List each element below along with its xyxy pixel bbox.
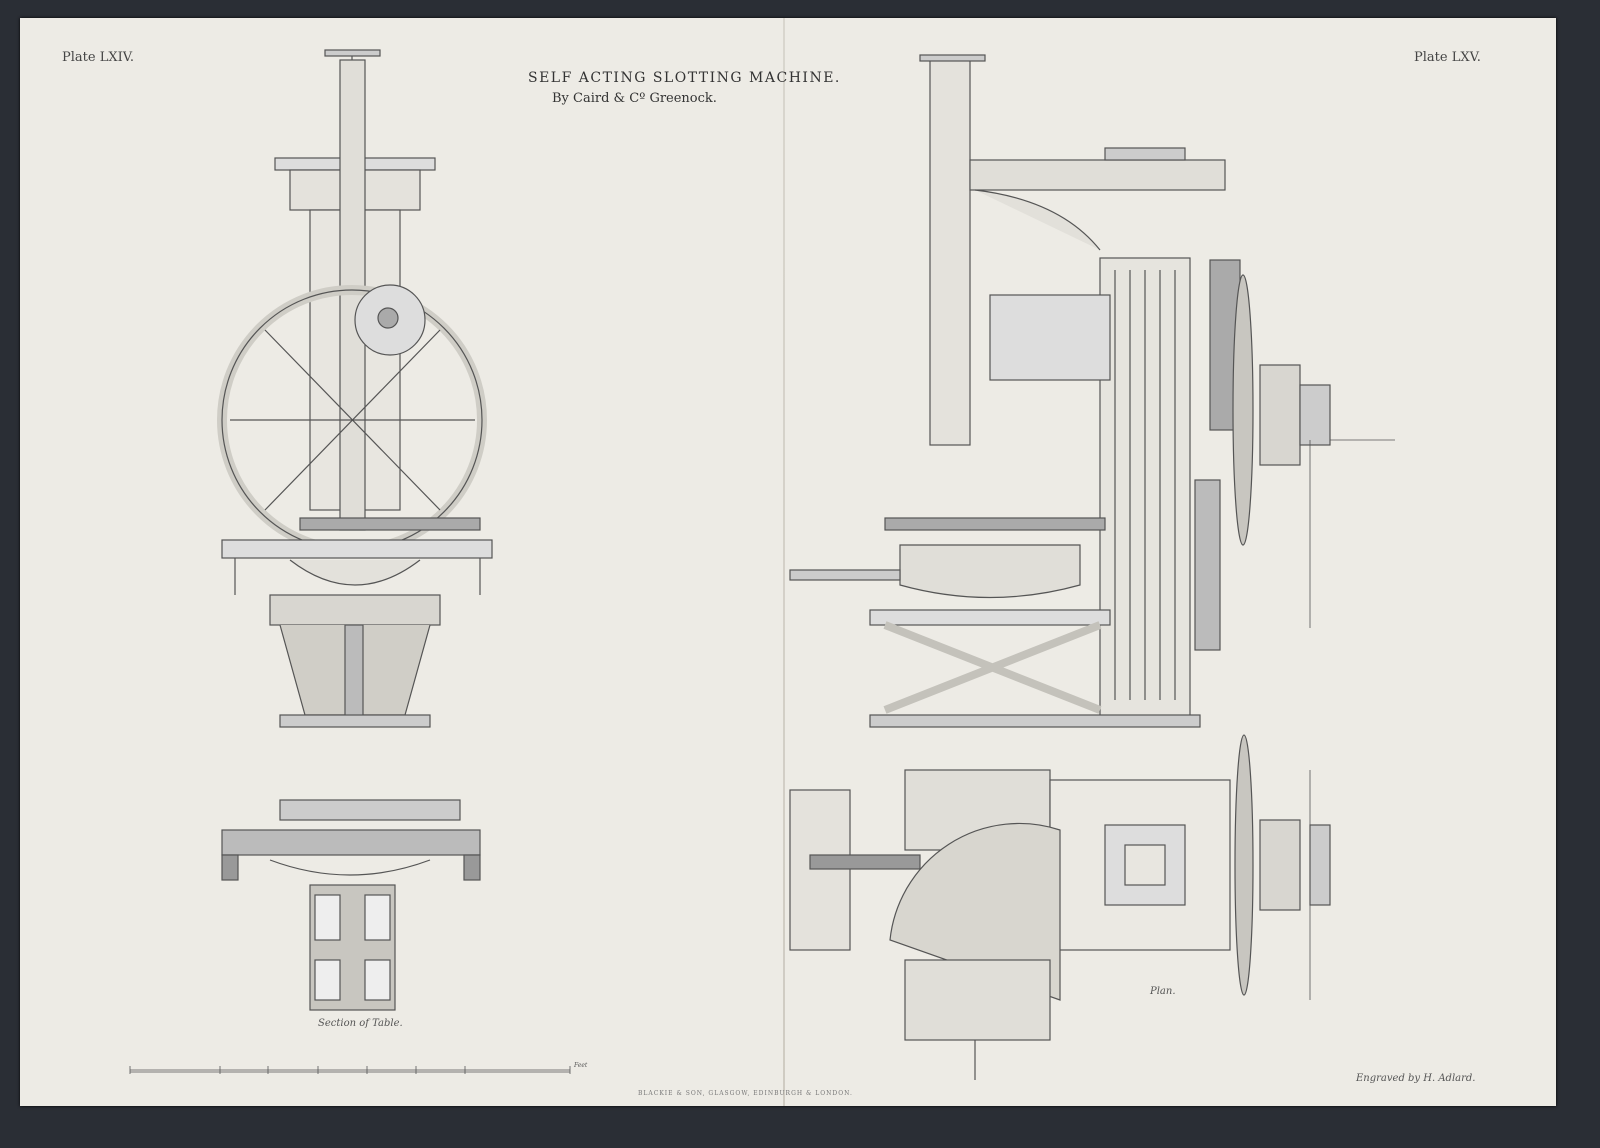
- drawing-subtitle: By Caird & Cº Greenock.: [552, 91, 717, 106]
- plan-view: [789, 734, 1331, 1080]
- plan-caption: Plan.: [1150, 986, 1176, 997]
- scale-unit: Feet: [574, 1062, 588, 1069]
- front-elevation: [217, 49, 493, 728]
- section-of-table: [221, 799, 481, 1011]
- section-caption: Section of Table.: [318, 1018, 403, 1029]
- plate-number-right: Plate LXV.: [1414, 50, 1481, 65]
- engraving-sheet: [20, 18, 1556, 1106]
- center-fold: [783, 18, 785, 1106]
- side-elevation: [789, 54, 1395, 728]
- publisher-imprint: BLACKIE & SON, GLASGOW, EDINBURGH & LOND…: [638, 1090, 853, 1097]
- drawing-title: SELF ACTING SLOTTING MACHINE.: [528, 70, 841, 86]
- scale-bar: [129, 1066, 571, 1074]
- plate-number-left: Plate LXIV.: [62, 50, 134, 65]
- engraver-credit: Engraved by H. Adlard.: [1356, 1073, 1476, 1084]
